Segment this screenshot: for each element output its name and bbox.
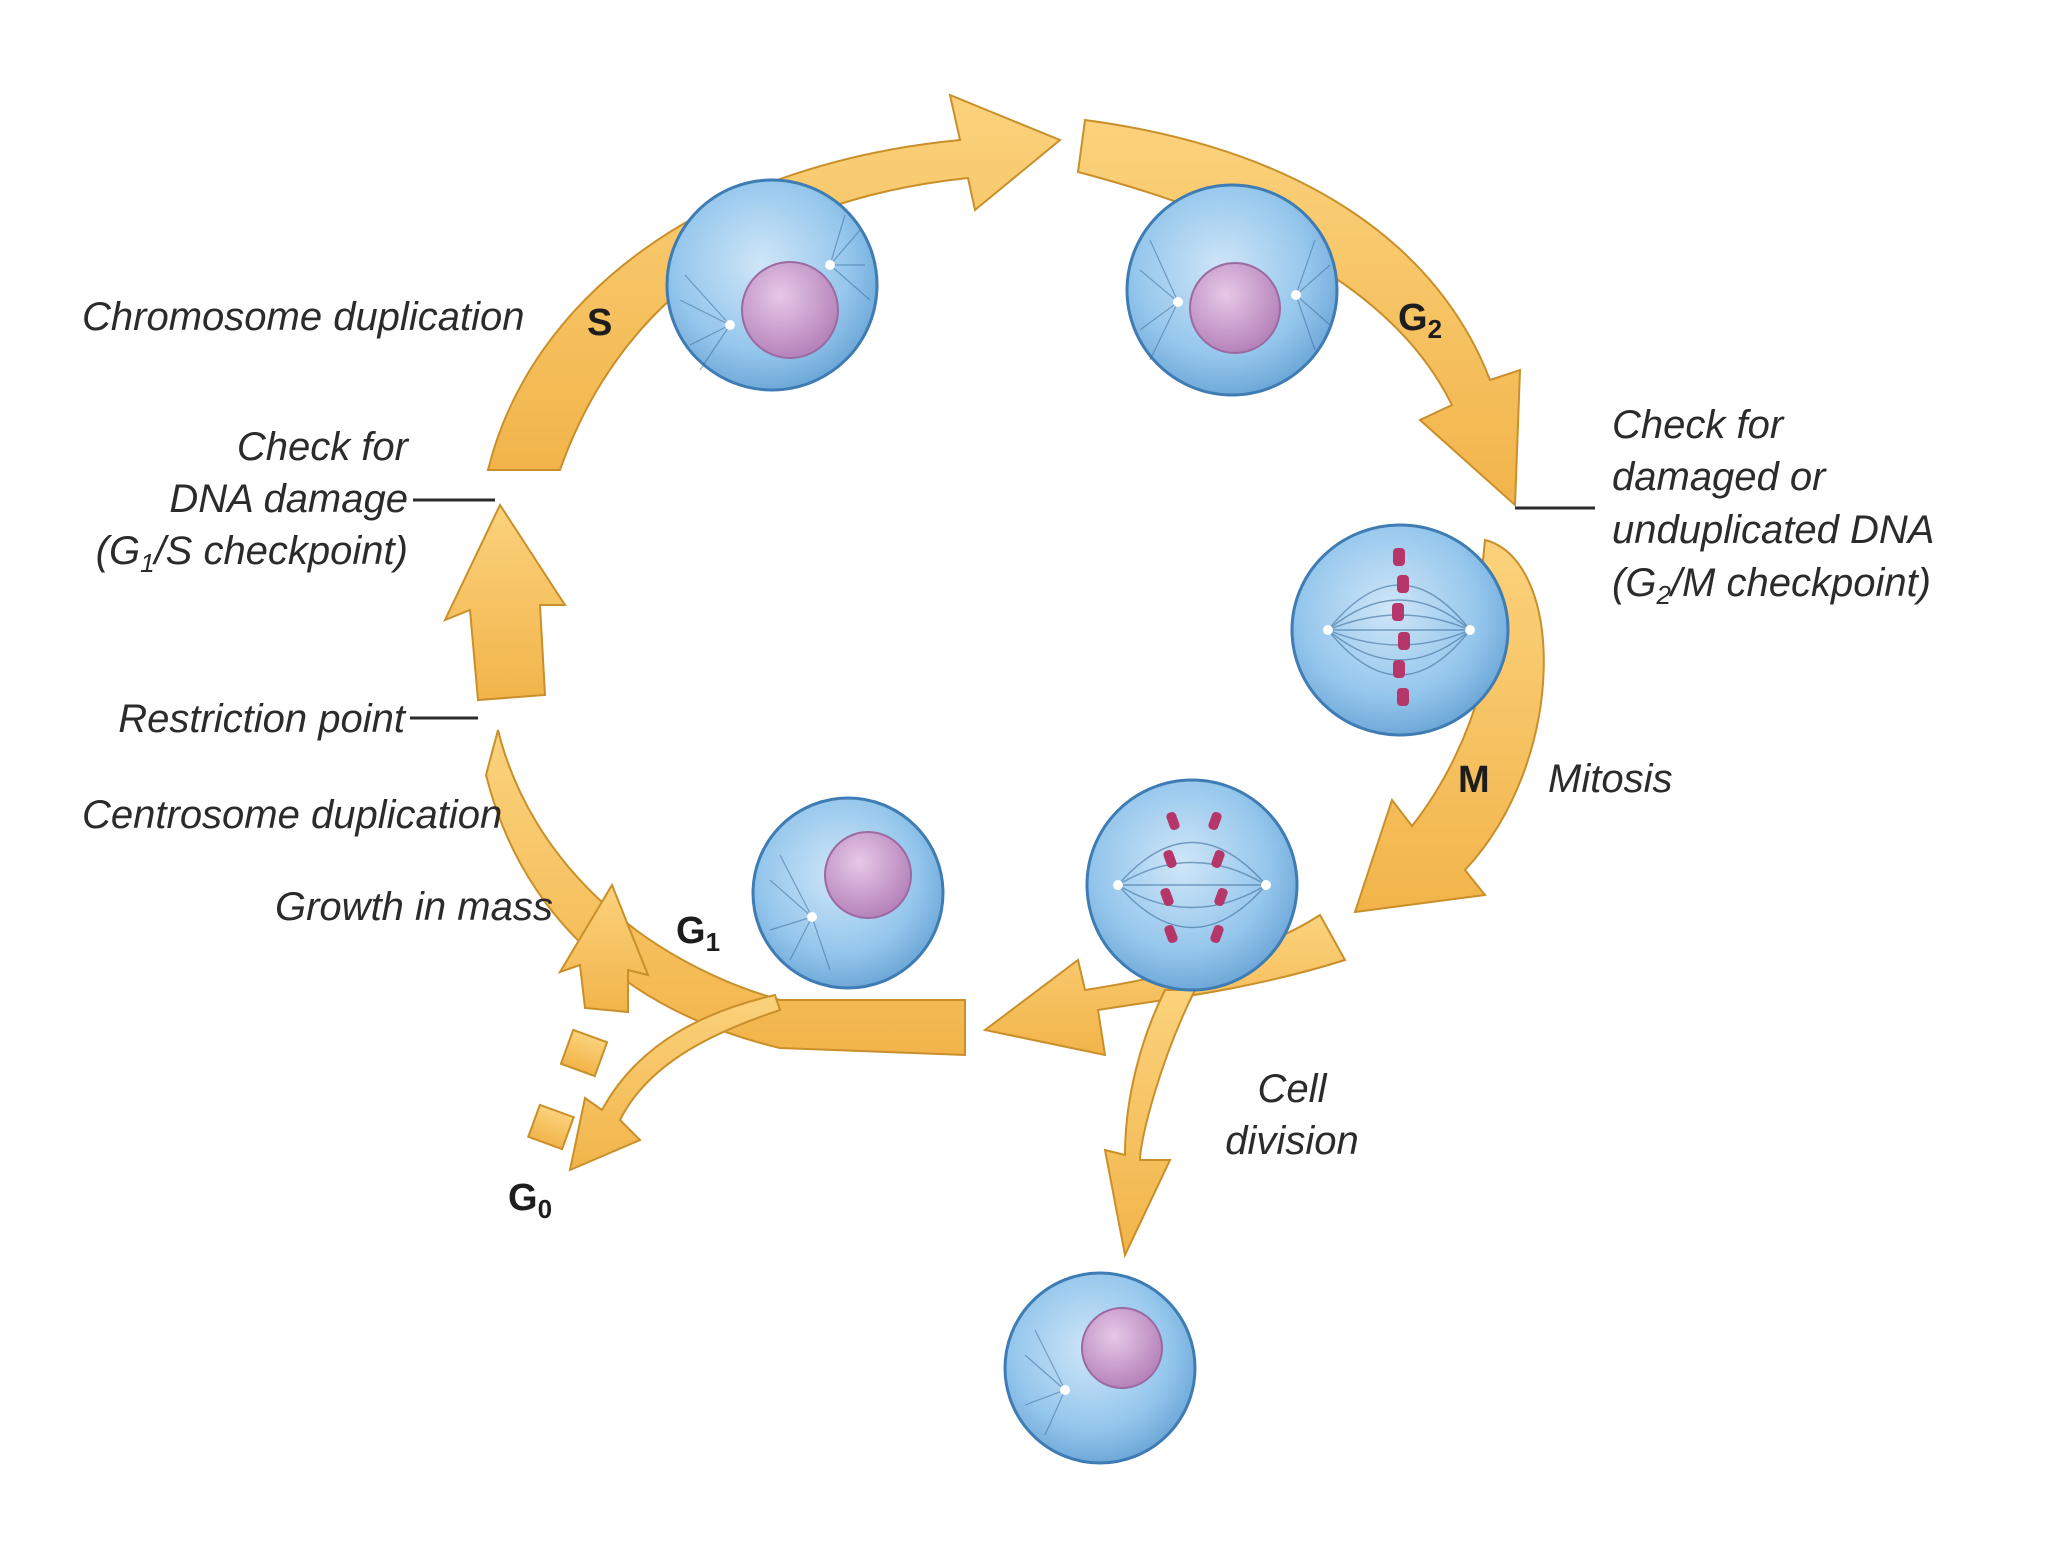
label-g1s-line1: Check for <box>237 425 410 469</box>
cell-icon <box>1290 523 1510 737</box>
phase-label-g0-main: G <box>508 1177 538 1219</box>
label-cell-division-line1: Cell <box>1258 1067 1328 1111</box>
cell-icon <box>751 796 945 990</box>
phase-label-g2-main: G <box>1398 297 1428 339</box>
label-growth-in-mass: Growth in mass <box>275 885 553 929</box>
cell-division-arrow <box>1103 989 1197 1259</box>
label-g2m-line1: Check for <box>1612 403 1785 447</box>
cell-icon <box>665 178 879 392</box>
phase-label-g0-sub: 0 <box>538 1194 552 1224</box>
phase-label-g2-sub: 2 <box>1428 314 1442 344</box>
label-g2m-line4: (G2/M checkpoint) <box>1612 561 1931 610</box>
label-g1s-line3-a: (G <box>96 529 140 573</box>
label-g2m-line2: damaged or <box>1612 455 1827 499</box>
g1-to-s-arrow <box>442 502 567 702</box>
label-cell-division-line2: division <box>1225 1119 1358 1163</box>
label-chromosome-duplication: Chromosome duplication <box>82 295 524 339</box>
phase-label-g1-main: G <box>676 910 706 952</box>
g0-arrow <box>568 993 782 1172</box>
cell-icon <box>1003 1271 1197 1465</box>
nucleus-icon <box>824 831 912 919</box>
nucleus-icon <box>1189 262 1281 354</box>
g0-reentry-arrow <box>526 882 650 1151</box>
phase-label-g0: G0 <box>508 1177 552 1224</box>
phase-label-g2: G2 <box>1398 297 1442 344</box>
label-g2m-line3: unduplicated DNA <box>1612 508 1934 552</box>
label-g2m-line4-a: (G <box>1612 561 1656 605</box>
nucleus-icon <box>1081 1307 1163 1389</box>
label-g2m-line4-b: /M checkpoint) <box>1668 561 1931 605</box>
label-centrosome-duplication: Centrosome duplication <box>82 793 502 837</box>
nucleus-icon <box>741 261 839 359</box>
phase-label-g1-sub: 1 <box>706 927 720 957</box>
label-g1s-line3-b: /S checkpoint) <box>152 529 408 573</box>
phase-label-m: M <box>1458 759 1490 801</box>
g1-phase-arrow <box>484 729 966 1057</box>
phase-label-s: S <box>587 302 612 344</box>
label-g1s-line2: DNA damage <box>169 477 408 521</box>
label-g1s-line3-sub: 1 <box>140 548 154 578</box>
cell-icon <box>1085 778 1299 992</box>
cell-icon <box>1125 183 1339 397</box>
phase-label-g1: G1 <box>676 910 720 957</box>
label-g1s-line3: (G1/S checkpoint) <box>96 529 408 578</box>
label-g2m-line4-sub: 2 <box>1655 580 1671 610</box>
label-mitosis: Mitosis <box>1548 757 1672 801</box>
label-restriction-point: Restriction point <box>118 697 407 741</box>
s-phase-arrow <box>486 93 1062 471</box>
